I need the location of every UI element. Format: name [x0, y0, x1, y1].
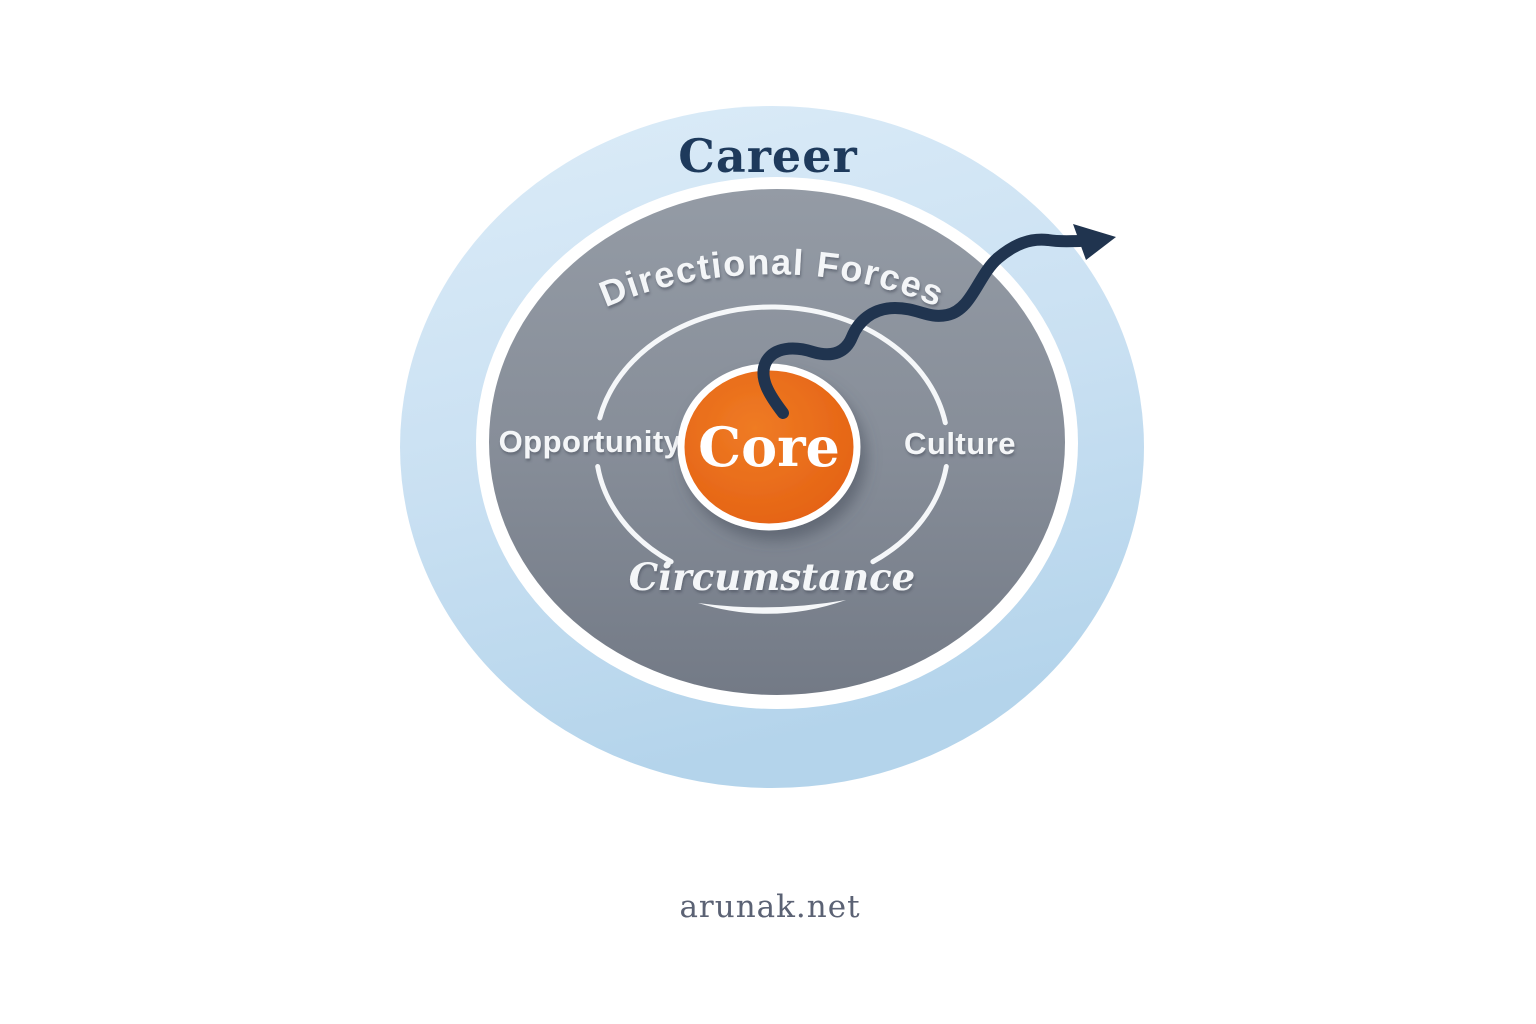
core-label: Core: [698, 415, 840, 479]
inner-ring-arc-top: [597, 304, 948, 426]
inner-ring-arc-left: [595, 464, 674, 565]
watermark: arunak.net: [679, 889, 860, 925]
circumstance-underline: [698, 600, 846, 614]
opportunity-label: Opportunity: [499, 424, 682, 459]
arrow-shaft: [757, 233, 1086, 419]
arrowhead: [1073, 224, 1116, 260]
circumstance-label: Circumstance: [629, 555, 915, 599]
inner-ring: [595, 304, 949, 565]
culture-label: Culture: [904, 426, 1016, 461]
inner-ring-arc-right: [870, 464, 949, 565]
career-label: Career: [678, 129, 857, 183]
career-path-arrow: [757, 224, 1116, 419]
